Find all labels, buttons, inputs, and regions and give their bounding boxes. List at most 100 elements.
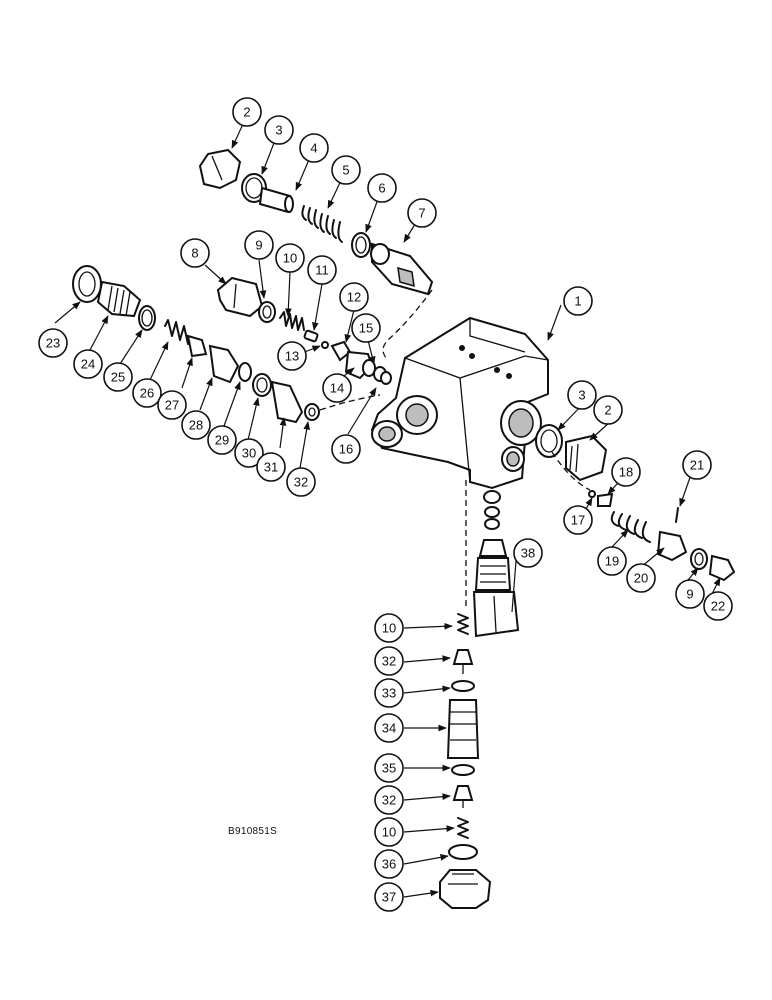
callout-circle <box>339 282 369 312</box>
callout-circle <box>374 678 404 708</box>
callout-2: 2 <box>232 97 262 127</box>
callout-circle <box>73 349 103 379</box>
callout-12: 12 <box>339 282 369 312</box>
callout-circle <box>181 410 211 440</box>
callout-10: 10 <box>275 243 305 273</box>
callout-9: 9 <box>244 230 274 260</box>
callout-circle <box>563 286 593 316</box>
callout-14: 14 <box>322 373 352 403</box>
callout-number: 10 <box>283 251 297 266</box>
callout-13: 13 <box>277 341 307 371</box>
callout-number: 37 <box>382 890 396 905</box>
callout-34: 34 <box>374 713 404 743</box>
callout-number: 32 <box>382 654 396 669</box>
callout-number: 35 <box>382 761 396 776</box>
callout-3: 3 <box>264 115 294 145</box>
callout-31: 31 <box>256 452 286 482</box>
callout-circle <box>132 378 162 408</box>
callout-circle <box>180 238 210 268</box>
callout-circle <box>232 97 262 127</box>
callout-circle <box>626 563 656 593</box>
callout-number: 17 <box>571 513 585 528</box>
callout-10: 10 <box>374 613 404 643</box>
callout-24: 24 <box>73 349 103 379</box>
callout-number: 3 <box>578 388 585 403</box>
callout-1: 1 <box>563 286 593 316</box>
callout-number: 32 <box>294 475 308 490</box>
callout-8: 8 <box>180 238 210 268</box>
callout-28: 28 <box>181 410 211 440</box>
callout-number: 24 <box>81 357 95 372</box>
callout-number: 28 <box>189 418 203 433</box>
callout-30: 30 <box>234 438 264 468</box>
callout-3: 3 <box>567 380 597 410</box>
callout-number: 6 <box>378 181 385 196</box>
callout-circle <box>275 243 305 273</box>
callout-circle <box>611 457 641 487</box>
callout-number: 7 <box>418 206 425 221</box>
callout-6: 6 <box>367 173 397 203</box>
upper-relief-group <box>198 148 434 296</box>
callout-36: 36 <box>374 849 404 879</box>
left-cartridge-group <box>72 265 320 424</box>
callout-circle <box>331 155 361 185</box>
callout-circle <box>682 450 712 480</box>
callout-circle <box>374 713 404 743</box>
callout-circle <box>374 849 404 879</box>
callout-circle <box>407 198 437 228</box>
callout-37: 37 <box>374 882 404 912</box>
callout-number: 8 <box>191 246 198 261</box>
callout-5: 5 <box>331 155 361 185</box>
callout-circle <box>286 467 316 497</box>
callout-number: 34 <box>382 721 396 736</box>
callout-circle <box>207 425 237 455</box>
callout-circle <box>264 115 294 145</box>
callout-number: 14 <box>330 381 344 396</box>
callout-number: 23 <box>46 336 60 351</box>
callout-circle <box>331 434 361 464</box>
callout-number: 9 <box>686 587 693 602</box>
callout-number: 2 <box>243 105 250 120</box>
callout-20: 20 <box>626 563 656 593</box>
valve-body <box>370 316 549 490</box>
callout-10: 10 <box>374 817 404 847</box>
callout-number: 12 <box>347 290 361 305</box>
callout-number: 27 <box>165 398 179 413</box>
callout-number: 29 <box>215 433 229 448</box>
callout-circle <box>307 255 337 285</box>
callout-number: 1 <box>574 294 581 309</box>
callout-circle <box>597 546 627 576</box>
callout-circle <box>234 438 264 468</box>
callout-19: 19 <box>597 546 627 576</box>
middle-cartridge-group <box>216 276 392 385</box>
parts-drawing <box>72 148 736 909</box>
callout-number: 20 <box>634 571 648 586</box>
callout-number: 18 <box>619 465 633 480</box>
callout-21: 21 <box>682 450 712 480</box>
callout-number: 36 <box>382 857 396 872</box>
callout-number: 19 <box>605 554 619 569</box>
callout-circle <box>244 230 274 260</box>
callout-circle <box>703 591 733 621</box>
callout-11: 11 <box>307 255 337 285</box>
callout-number: 22 <box>711 599 725 614</box>
callout-circle <box>374 646 404 676</box>
callout-32: 32 <box>286 467 316 497</box>
callout-number: 32 <box>382 793 396 808</box>
callout-number: 31 <box>264 460 278 475</box>
callout-circle <box>374 882 404 912</box>
callout-22: 22 <box>703 591 733 621</box>
callout-33: 33 <box>374 678 404 708</box>
callout-18: 18 <box>611 457 641 487</box>
callout-circle <box>593 395 623 425</box>
callout-35: 35 <box>374 753 404 783</box>
callout-circle <box>374 753 404 783</box>
callout-number: 16 <box>339 442 353 457</box>
callout-2: 2 <box>593 395 623 425</box>
callout-4: 4 <box>299 133 329 163</box>
callout-number: 5 <box>342 163 349 178</box>
callout-23: 23 <box>38 328 68 358</box>
callout-circle <box>374 785 404 815</box>
callout-17: 17 <box>563 505 593 535</box>
callout-circle <box>563 505 593 535</box>
